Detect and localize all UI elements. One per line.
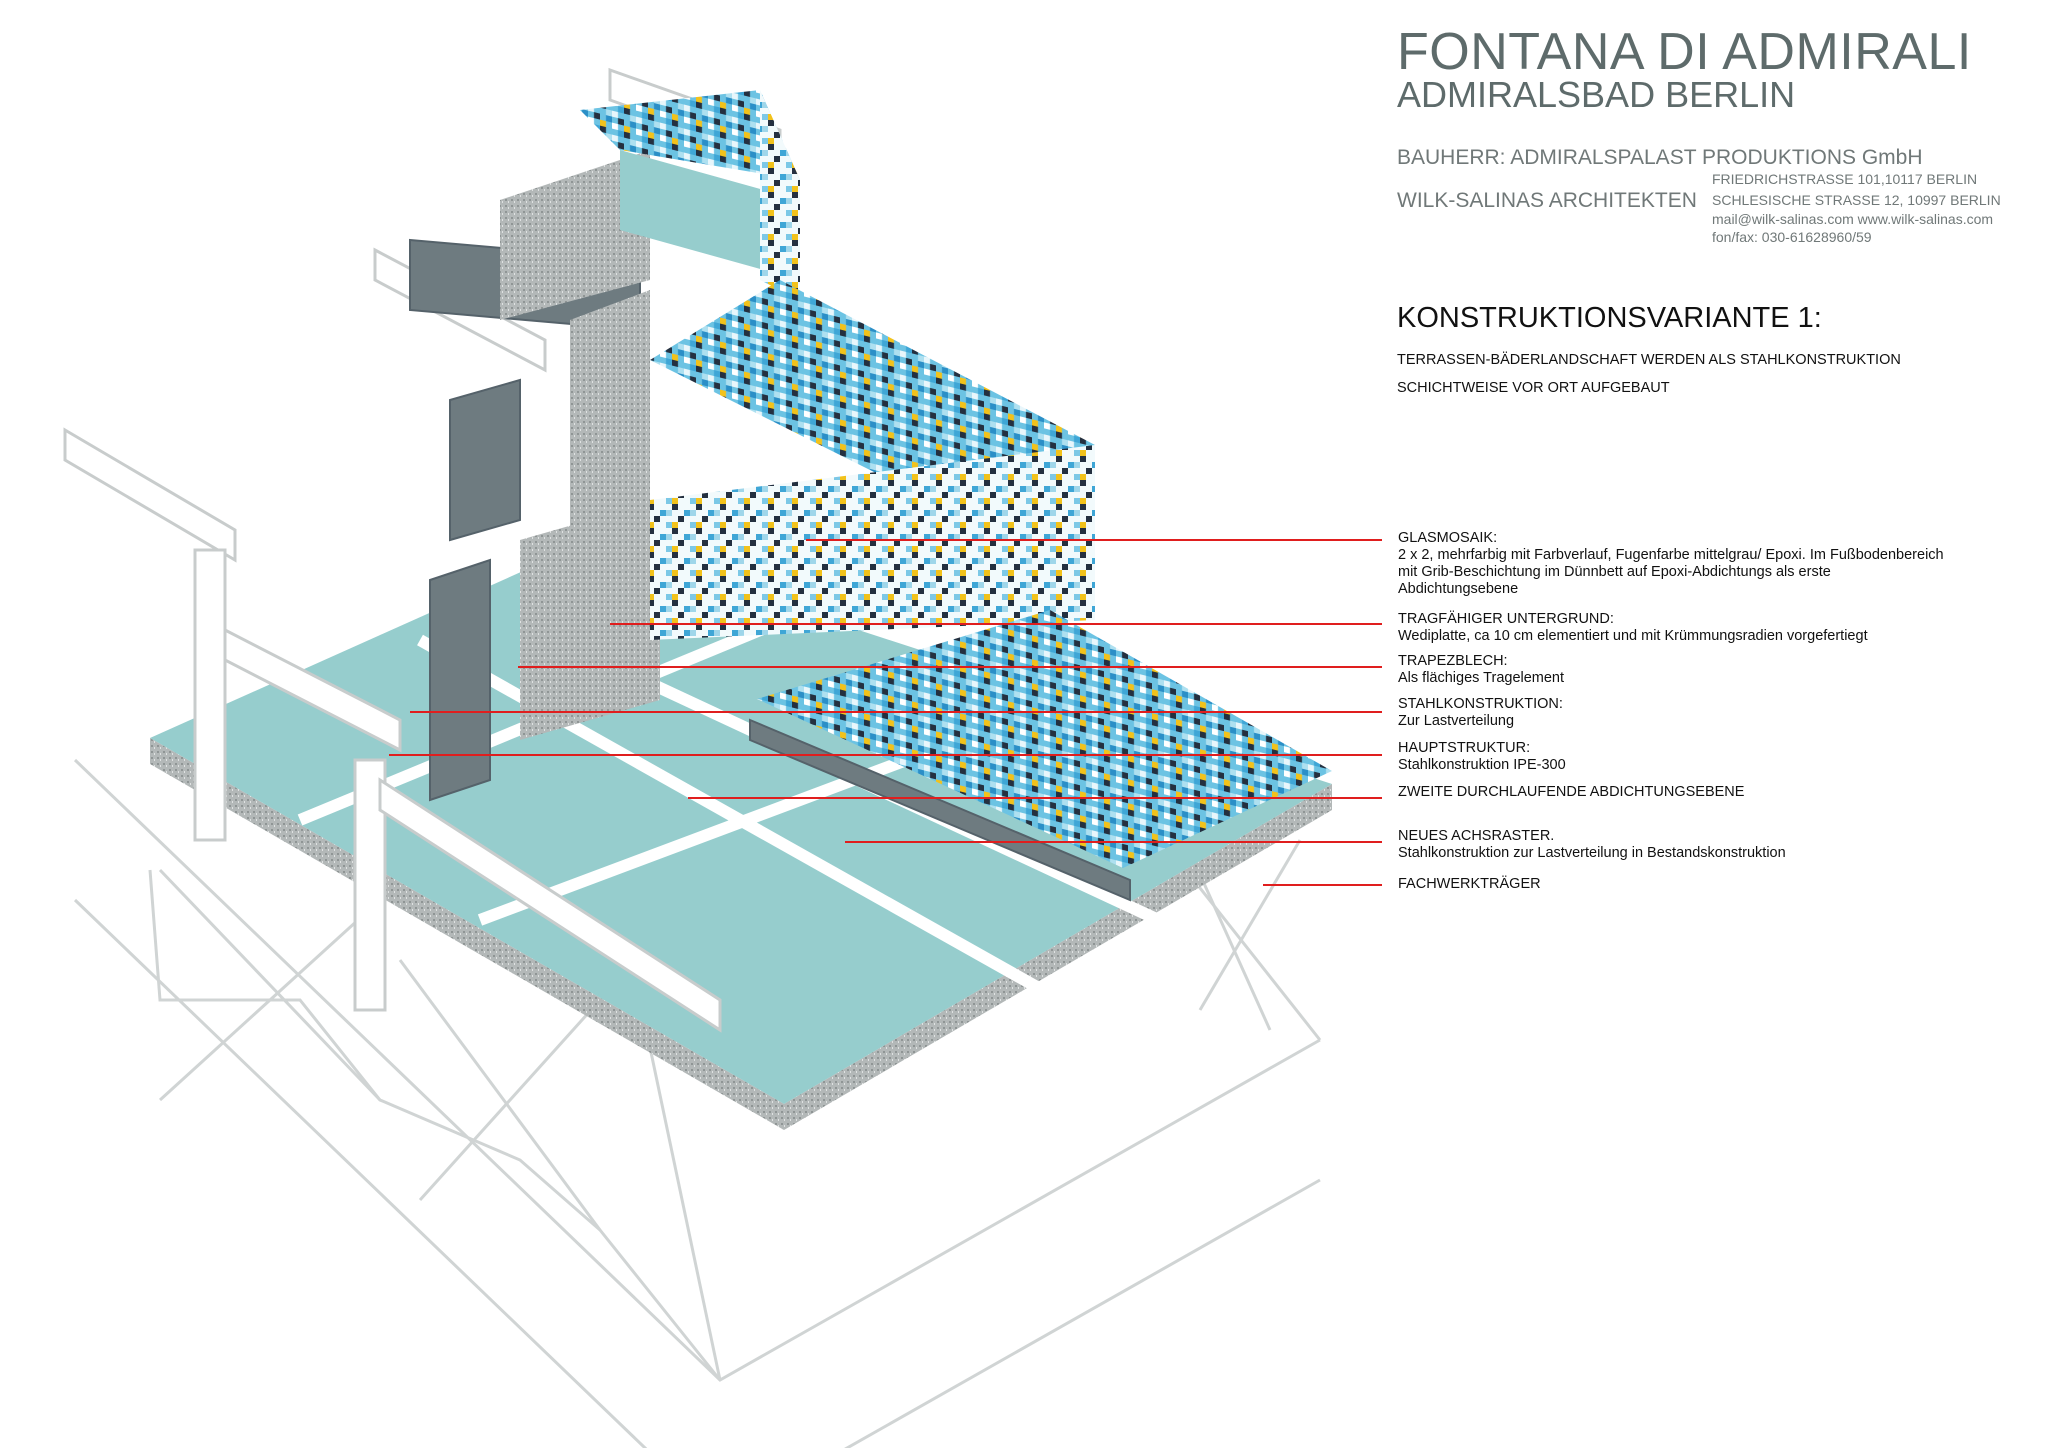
label-achsraster: NEUES ACHSRASTER. Stahlkonstruktion zur … <box>1398 828 1786 862</box>
label-title: GLASMOSAIK: <box>1398 530 1498 546</box>
label-abdichtung: ZWEITE DURCHLAUFENDE ABDICHTUNGSEBENE <box>1398 784 1744 801</box>
label-text: Stahlkonstruktion IPE-300 <box>1398 757 1566 773</box>
label-glasmosaik: GLASMOSAIK: 2 x 2, mehrfarbig mit Farbve… <box>1398 530 1944 598</box>
label-trapezblech: TRAPEZBLECH: Als flächiges Tragelement <box>1398 653 1564 687</box>
label-title: TRAPEZBLECH: <box>1398 653 1508 669</box>
truss-girder <box>73 758 1322 1448</box>
variant-description: SCHICHTWEISE VOR ORT AUFGEBAUT <box>1397 380 1670 396</box>
label-text: Stahlkonstruktion zur Lastverteilung in … <box>1398 845 1786 861</box>
label-title: NEUES ACHSRASTER. <box>1398 828 1555 844</box>
leader-lines <box>389 539 1382 886</box>
label-text: mit Grib-Beschichtung im Dünnbett auf Ep… <box>1398 564 1831 580</box>
steel-frame <box>63 67 782 1033</box>
label-title: ZWEITE DURCHLAUFENDE ABDICHTUNGSEBENE <box>1398 784 1745 800</box>
label-untergrund: TRAGFÄHIGER UNTERGRUND: Wediplatte, ca 1… <box>1398 611 1868 645</box>
contact-web: mail@wilk-salinas.com www.wilk-salinas.c… <box>1712 211 1994 227</box>
label-title: HAUPTSTRUKTUR: <box>1398 740 1531 756</box>
label-title: TRAGFÄHIGER UNTERGRUND: <box>1398 611 1614 627</box>
architect-name: WILK-SALINAS ARCHITEKTEN <box>1397 189 1697 212</box>
label-text: 2 x 2, mehrfarbig mit Farbverlauf, Fugen… <box>1398 547 1944 563</box>
client-address: FRIEDRICHSTRASSE 101,10117 BERLIN <box>1712 171 1978 187</box>
label-hauptstruktur: HAUPTSTRUKTUR: Stahlkonstruktion IPE-300 <box>1398 740 1566 774</box>
variant-heading: KONSTRUKTIONSVARIANTE 1: <box>1397 302 1822 334</box>
support-board <box>500 150 650 320</box>
label-title: STAHLKONSTRUKTION: <box>1398 696 1563 712</box>
label-text: Zur Lastverteilung <box>1398 713 1515 729</box>
project-subtitle: ADMIRALSBAD BERLIN <box>1397 74 1796 115</box>
label-text: Wediplatte, ca 10 cm elementiert und mit… <box>1398 628 1868 644</box>
project-title: FONTANA DI ADMIRALI <box>1397 23 1972 81</box>
label-text: Als flächiges Tragelement <box>1398 670 1565 686</box>
label-fachwerk: FACHWERKTRÄGER <box>1398 876 1541 893</box>
contact-phone: fon/fax: 030-61628960/59 <box>1712 229 1872 245</box>
granite-slab-edge <box>784 784 1332 1130</box>
label-text: Abdichtungsebene <box>1398 581 1519 597</box>
glass-mosaic <box>580 90 1332 868</box>
label-title: FACHWERKTRÄGER <box>1398 876 1541 892</box>
architect-address: SCHLESISCHE STRASSE 12, 10997 BERLIN <box>1712 192 2001 208</box>
variant-description: TERRASSEN-BÄDERLANDSCHAFT WERDEN ALS STA… <box>1397 352 1901 368</box>
client-name: BAUHERR: ADMIRALSPALAST PRODUKTIONS GmbH <box>1397 146 1923 169</box>
label-stahlkonstruktion: STAHLKONSTRUKTION: Zur Lastverteilung <box>1398 696 1563 730</box>
